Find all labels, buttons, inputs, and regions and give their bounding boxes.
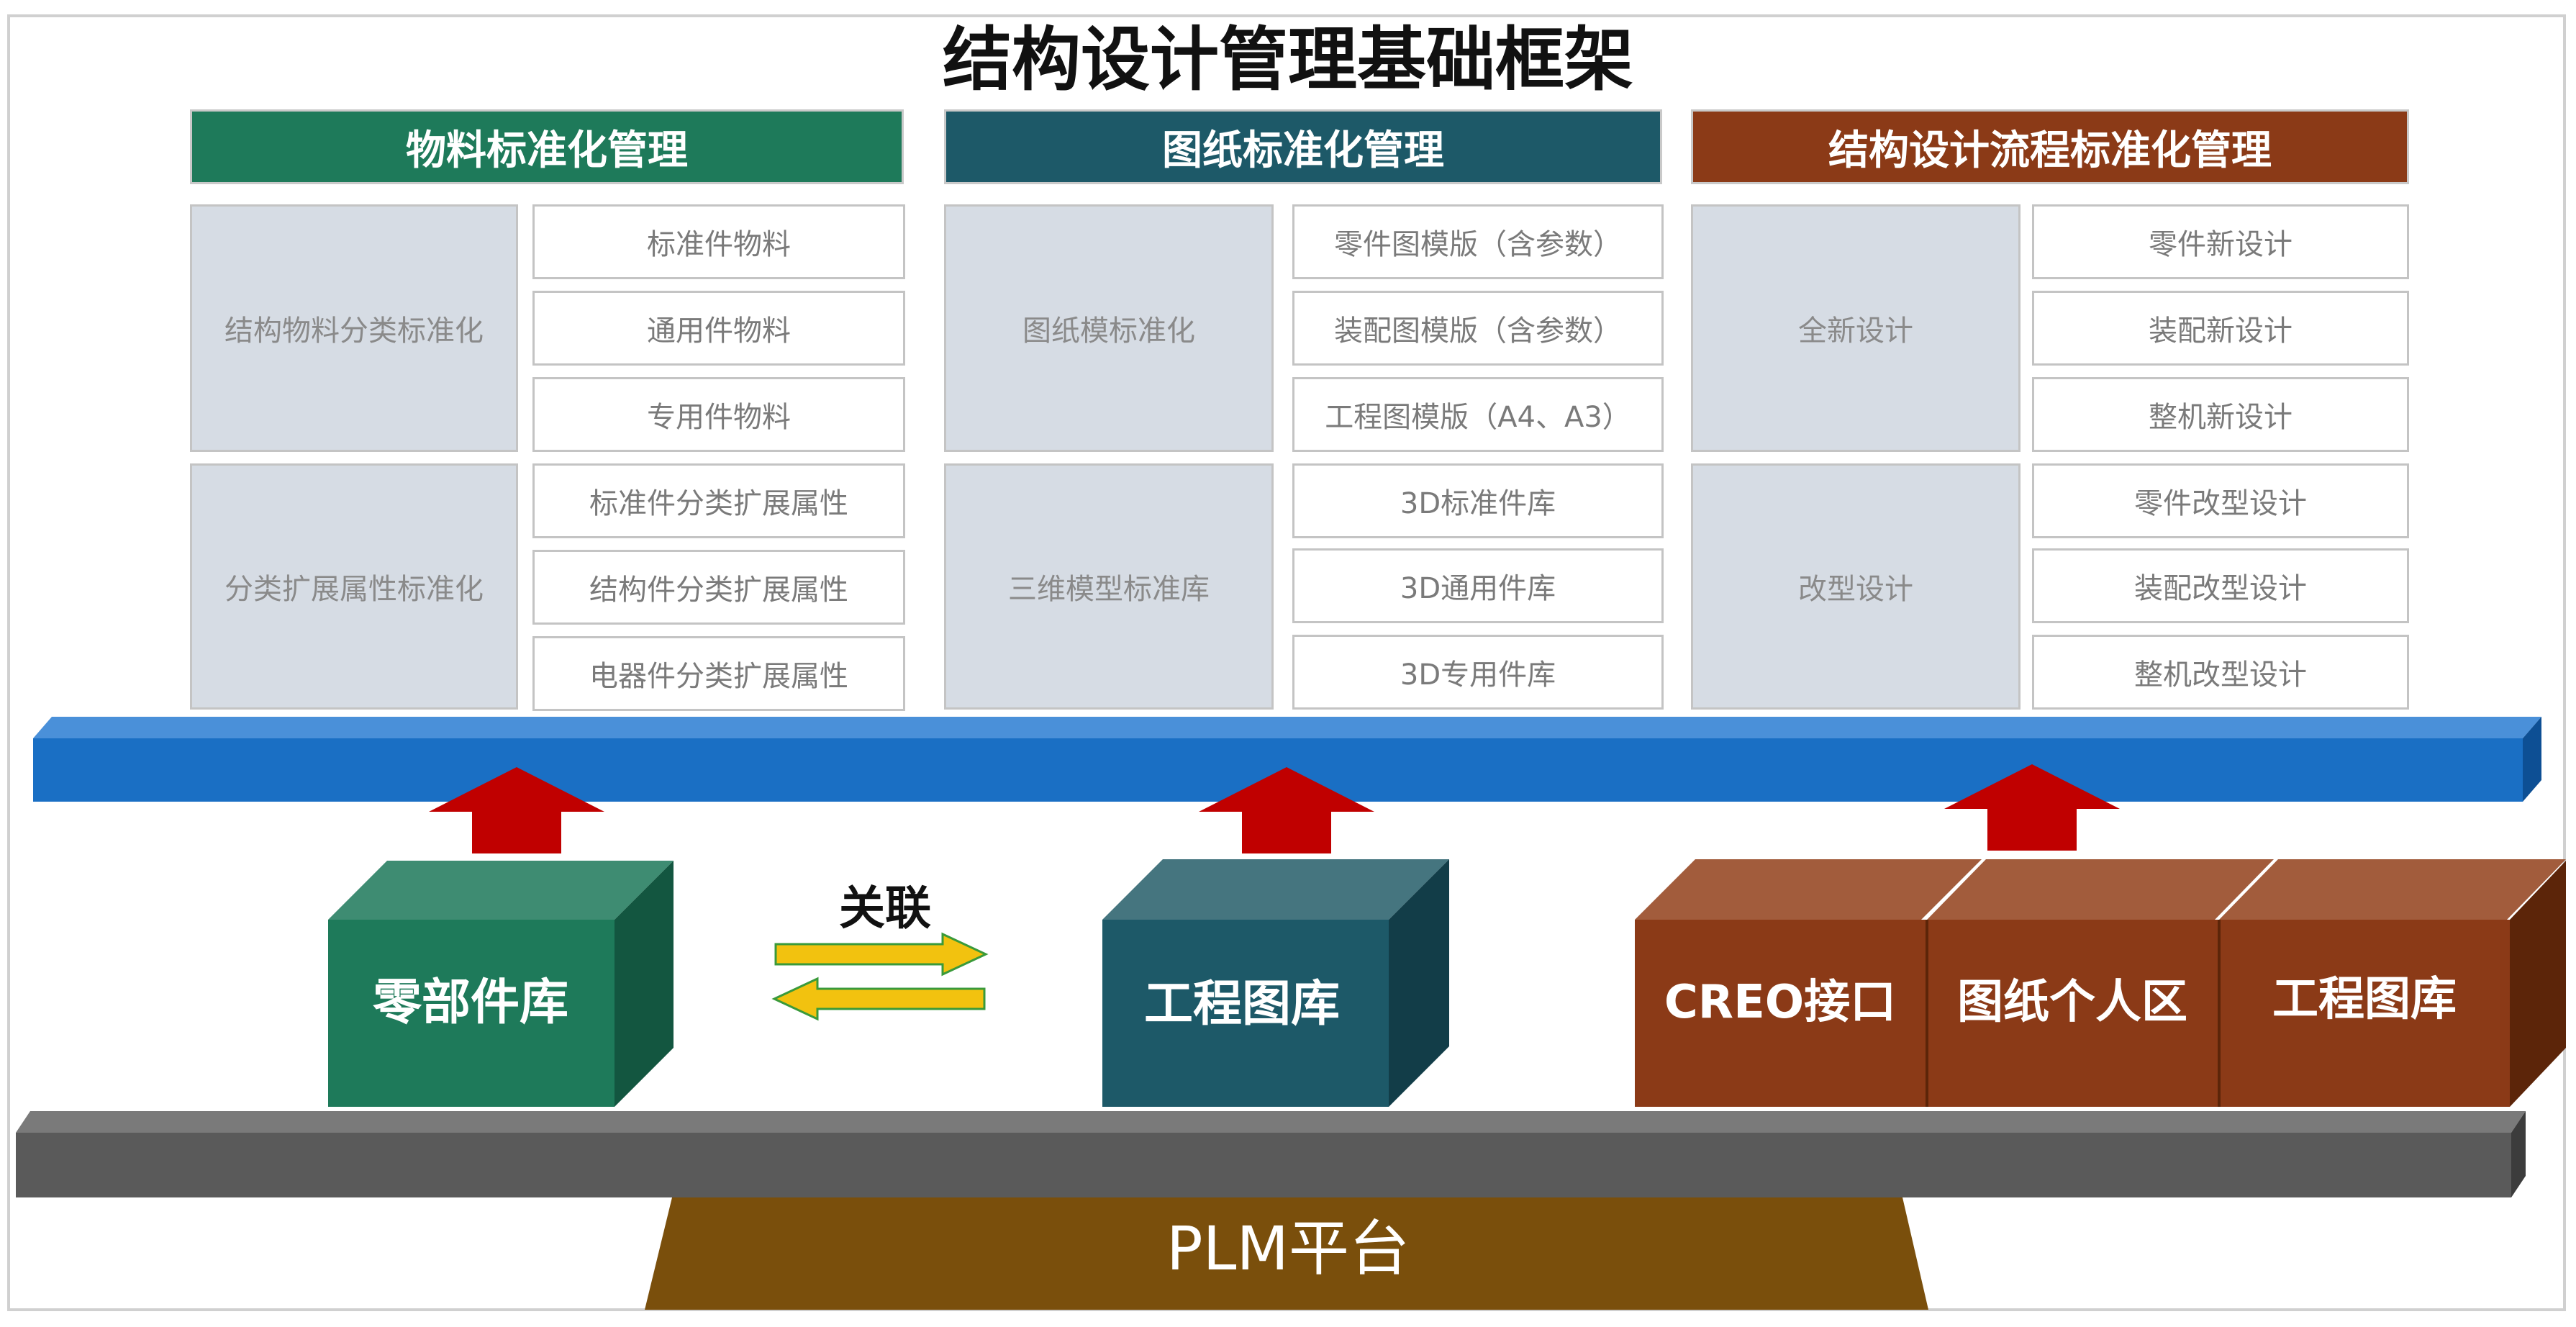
up-arrow-icon (1199, 767, 1374, 853)
group-item: 通用件物料 (532, 291, 905, 366)
creo-interface-cube (1635, 859, 1982, 1107)
drawing-library-2-label: 工程图库 (2272, 973, 2457, 1026)
group-item: 整机改型设计 (2032, 635, 2409, 710)
link-arrow-right-icon (774, 932, 989, 977)
group-item: 3D专用件库 (1292, 635, 1664, 710)
group-label: 结构物料分类标准化 (190, 204, 518, 452)
group-item: 装配新设计 (2032, 291, 2409, 366)
up-arrow-icon (429, 767, 604, 853)
link-arrow-left-icon (771, 977, 986, 1021)
group-label: 全新设计 (1691, 204, 2021, 452)
drawing-library-label: 工程图库 (1144, 976, 1340, 1033)
group-item: 整机新设计 (2032, 377, 2409, 452)
group-item: 结构件分类扩展属性 (532, 550, 905, 625)
group-item: 零件图模版（含参数） (1292, 204, 1664, 279)
group-label: 图纸模标准化 (944, 204, 1274, 452)
gray-bar (16, 1111, 2526, 1197)
link-label: 关联 (839, 882, 931, 936)
group-item: 3D通用件库 (1292, 548, 1664, 623)
column-header-process: 结构设计流程标准化管理 (1691, 109, 2409, 184)
drawing-library-2-cube (2218, 859, 2566, 1107)
group-item: 装配图模版（含参数） (1292, 291, 1664, 366)
up-arrow-icon (1944, 764, 2120, 851)
plm-platform-base (645, 1197, 1928, 1310)
column-header-drawings: 图纸标准化管理 (944, 109, 1662, 184)
group-item: 3D标准件库 (1292, 463, 1664, 538)
diagram-title: 结构设计管理基础框架 (943, 19, 1633, 100)
group-item: 零件改型设计 (2032, 463, 2409, 538)
group-label: 三维模型标准库 (944, 463, 1274, 710)
personal-area-cube (1926, 859, 2274, 1107)
drawing-library-cube (1102, 859, 1449, 1107)
group-item: 工程图模版（A4、A3） (1292, 377, 1664, 452)
group-item: 标准件物料 (532, 204, 905, 279)
column-header-materials: 物料标准化管理 (190, 109, 904, 184)
group-label: 改型设计 (1691, 463, 2021, 710)
group-item: 专用件物料 (532, 377, 905, 452)
plm-platform-label: PLM平台 (1166, 1213, 1410, 1284)
group-item: 装配改型设计 (2032, 548, 2409, 623)
personal-area-label: 图纸个人区 (1957, 976, 2187, 1029)
group-item: 标准件分类扩展属性 (532, 463, 905, 538)
parts-library-label: 零部件库 (373, 974, 568, 1031)
parts-library-cube (328, 861, 674, 1107)
group-label: 分类扩展属性标准化 (190, 463, 518, 710)
creo-interface-label: CREO接口 (1664, 976, 1896, 1029)
group-item: 电器件分类扩展属性 (532, 636, 905, 711)
group-item: 零件新设计 (2032, 204, 2409, 279)
